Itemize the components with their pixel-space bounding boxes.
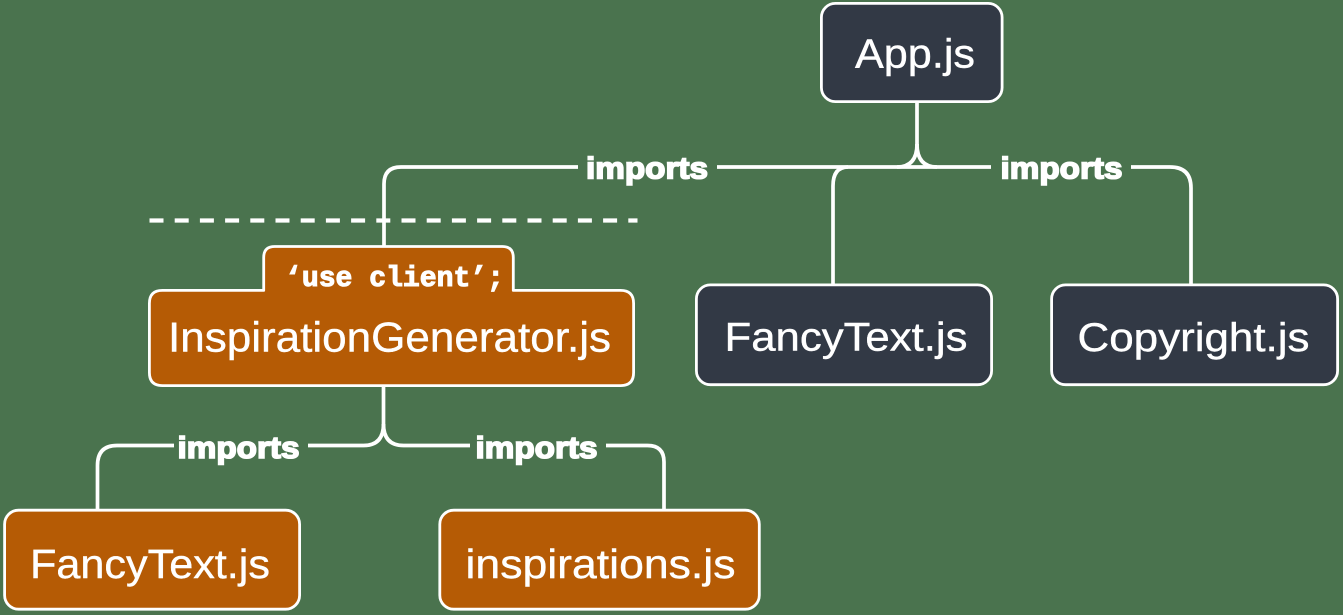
svg-text:Copyright.js: Copyright.js bbox=[1078, 316, 1310, 360]
svg-text:‘use client’;: ‘use client’; bbox=[285, 262, 504, 295]
svg-text:App.js: App.js bbox=[855, 30, 975, 76]
svg-text:imports: imports bbox=[476, 430, 598, 465]
svg-text:imports: imports bbox=[178, 430, 300, 465]
svg-text:FancyText.js: FancyText.js bbox=[30, 541, 270, 587]
svg-text:InspirationGenerator.js: InspirationGenerator.js bbox=[168, 314, 611, 361]
svg-text:FancyText.js: FancyText.js bbox=[725, 316, 968, 360]
svg-text:imports: imports bbox=[1001, 151, 1123, 186]
svg-text:inspirations.js: inspirations.js bbox=[466, 541, 736, 587]
svg-text:imports: imports bbox=[586, 151, 708, 186]
